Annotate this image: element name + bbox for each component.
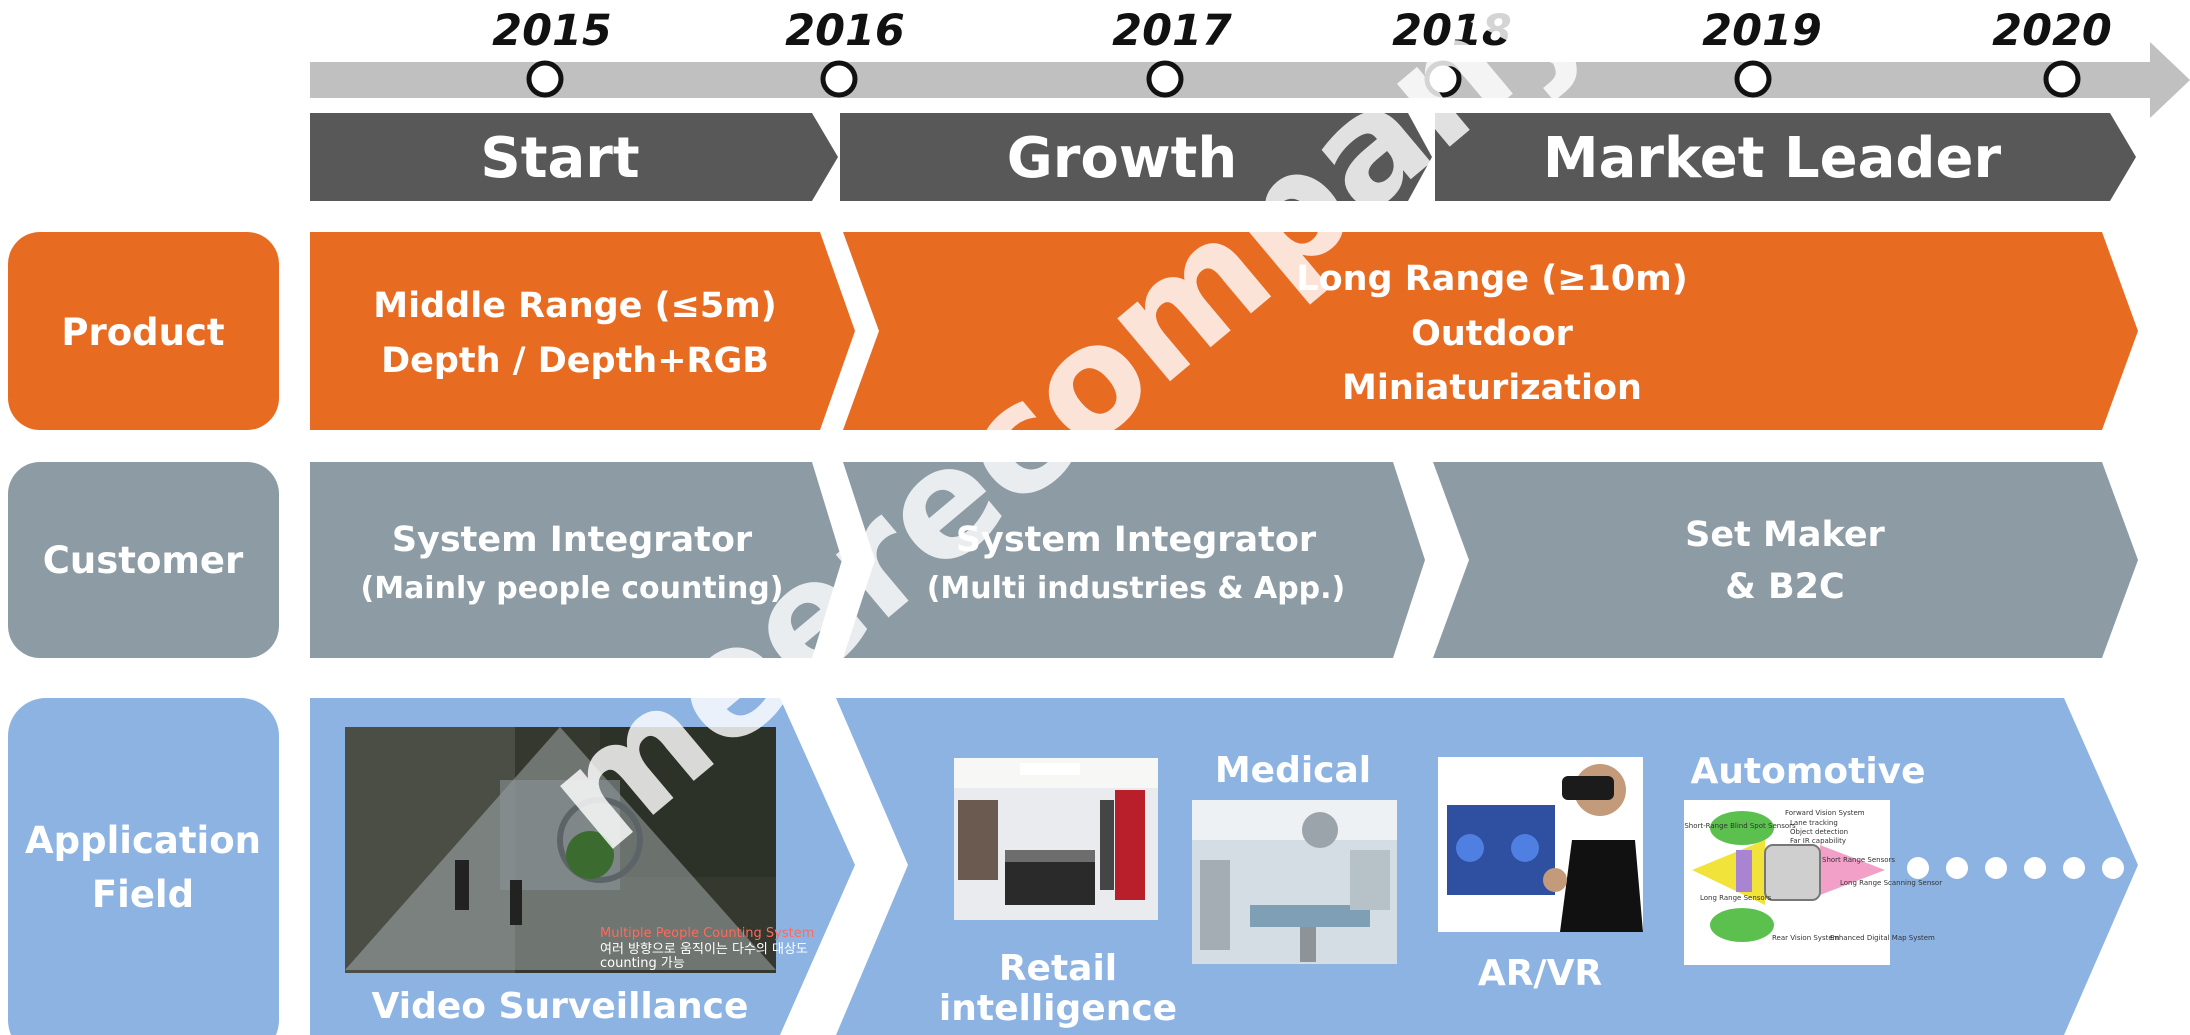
customer-box-2 (843, 462, 1425, 658)
ar-vr-caption: AR/VR (1478, 953, 1602, 994)
customer-row: Customer System Integrator (Mainly peopl… (8, 462, 2138, 658)
auto-label-blind-spot: Short-Range Blind Spot Sensors (1684, 822, 1796, 830)
product-row: Product Middle Range (≤5m) Depth / Depth… (8, 232, 2138, 430)
product-long-range-box (843, 232, 2138, 430)
timeline-year-2015: 2015 (492, 6, 612, 98)
timeline-year-2020: 2020 (1992, 6, 2112, 98)
video-overlay-line3: counting 가능 (600, 956, 685, 971)
timeline-arrow (310, 42, 2190, 118)
retail-photo (954, 758, 1158, 920)
year-label: 2015 (492, 6, 612, 56)
product-middle-range-line2: Depth / Depth+RGB (381, 341, 769, 381)
product-middle-range-line1: Middle Range (≤5m) (373, 286, 776, 326)
phase-growth-label: Growth (1007, 126, 1237, 191)
application-row: Application Field Multiple People Counti… (8, 698, 2138, 1035)
phase-growth (840, 113, 1432, 201)
product-row-label: Product (61, 311, 224, 354)
customer-box-1-line2: (Mainly people counting) (361, 571, 784, 606)
automotive-caption: Automotive (1690, 751, 1925, 792)
customer-box-3-line1: Set Maker (1685, 515, 1885, 555)
auto-label-forward-vision: Forward Vision System (1785, 809, 1865, 817)
application-row-label-box (8, 698, 279, 1035)
medical-caption: Medical (1215, 750, 1371, 791)
auto-label-short-range: Short Range Sensors (1822, 856, 1895, 864)
timeline-year-2019: 2019 (1702, 6, 1822, 98)
timeline-year-2017: 2017 (1112, 6, 1232, 98)
timeline-year-2018: 2018 (1392, 6, 1512, 98)
auto-label-long-range: Long Range Sensors (1700, 894, 1772, 902)
more-dots (1907, 857, 2124, 879)
year-label: 2019 (1702, 6, 1822, 56)
video-surveillance-photo: Multiple People Counting System 여러 방향으로 … (345, 727, 814, 973)
video-surveillance-caption: Video Surveillance (372, 986, 749, 1027)
customer-row-label-box (8, 462, 279, 658)
application-row-label-line2: Field (92, 873, 194, 916)
customer-box-2-line1: System Integrator (956, 520, 1317, 560)
auto-label-rear-vision: Rear Vision System (1772, 934, 1840, 942)
product-row-label-box (8, 232, 279, 430)
customer-row-label: Customer (43, 539, 244, 582)
auto-label-digital-map: Enhanced Digital Map System (1830, 934, 1935, 942)
medical-photo (1192, 800, 1397, 964)
video-overlay-line2: 여러 방향으로 움직이는 다수의 대상도 (600, 942, 808, 957)
year-label: 2020 (1992, 6, 2112, 56)
retail-caption-line1: Retail (999, 948, 1117, 989)
customer-box-3 (1433, 462, 2138, 658)
customer-box-1-line1: System Integrator (392, 520, 753, 560)
retail-caption-line2: intelligence (939, 988, 1177, 1029)
application-row-label-line1: Application (25, 819, 261, 862)
auto-label-scanning: Long Range Scanning Sensor (1840, 879, 1942, 887)
video-overlay-line1: Multiple People Counting System (600, 926, 814, 941)
phases: Start Growth Market Leader (310, 113, 2136, 201)
auto-label-lane-tracking: Lane tracking (1790, 819, 1838, 827)
customer-box-3-line2: & B2C (1725, 567, 1844, 607)
product-long-range-line3: Miniaturization (1342, 368, 1642, 408)
product-long-range-line2: Outdoor (1411, 314, 1574, 354)
customer-box-2-line2: (Multi industries & App.) (927, 571, 1346, 606)
customer-box-1 (310, 462, 842, 658)
phase-start (310, 113, 838, 201)
product-long-range-line1: Long Range (≥10m) (1296, 259, 1687, 299)
product-middle-range-box (310, 232, 855, 430)
year-label: 2018 (1392, 6, 1512, 56)
timeline-year-2016: 2016 (785, 6, 905, 98)
automotive-diagram: Short-Range Blind Spot Sensors Forward V… (1684, 800, 1942, 965)
phase-market-leader-label: Market Leader (1543, 126, 2002, 191)
phase-market-leader (1435, 113, 2136, 201)
year-label: 2016 (785, 6, 905, 56)
ar-vr-photo (1438, 757, 1643, 932)
phase-start-label: Start (480, 126, 639, 191)
timeline: 2015 2016 2017 2018 2019 2020 (310, 6, 2190, 118)
auto-label-object-detection: Object detection (1790, 828, 1848, 836)
year-label: 2017 (1112, 6, 1232, 56)
auto-label-far-ir: Far IR capability (1790, 837, 1846, 845)
